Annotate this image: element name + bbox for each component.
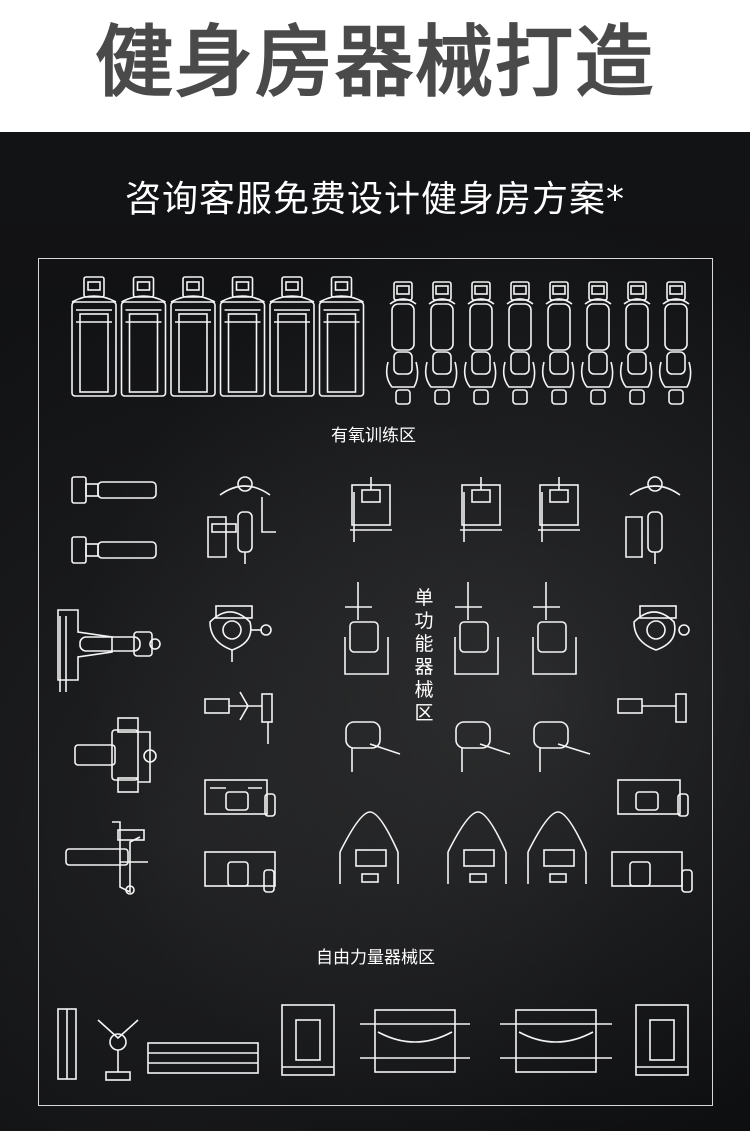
dumbbell-rack-vertical-icon (57, 1008, 77, 1080)
bike-icon (424, 281, 458, 405)
bike-icon (658, 281, 692, 405)
seated-machine-icon-2 (454, 582, 499, 675)
leg-press-icon-1 (345, 721, 401, 772)
lat-pulldown-icon (207, 476, 276, 564)
seated-machine-icon-1 (344, 582, 389, 675)
treadmill-icon (71, 276, 117, 397)
shoulder-press-icon-2 (460, 477, 502, 542)
bike-icon (580, 281, 614, 405)
crossover-icon-3 (527, 811, 587, 884)
bike-icon (541, 281, 575, 405)
equipment-floor-plan (57, 276, 693, 1081)
cable-row-icon-right (617, 693, 687, 723)
seated-machine-icon-3 (532, 582, 577, 675)
leg-extension-icon (57, 609, 161, 692)
floor-plan-frame (38, 258, 713, 1106)
power-rack-icon-1 (281, 1004, 335, 1076)
leg-press-icon-2 (455, 721, 511, 772)
bike-icon (619, 281, 653, 405)
treadmill-icon (269, 276, 315, 397)
header-banner: 健身房器械打造 (0, 0, 750, 132)
kettlebell-rack-icon (97, 1019, 139, 1081)
functional-trainer-icon-right (611, 779, 693, 893)
free-weight-zone-label: 自由力量器械区 (316, 948, 435, 968)
aerobic-zone-label: 有氧训练区 (331, 426, 416, 446)
power-rack-icon-2 (635, 1004, 689, 1076)
layout-panel: 咨询客服免费设计健身房方案* (0, 132, 750, 1131)
page-title: 健身房器械打造 (94, 18, 655, 108)
shoulder-press-icon-3 (538, 477, 580, 542)
barbell-rack-icon-2 (500, 1009, 612, 1073)
bike-icon (502, 281, 536, 405)
treadmill-row (71, 276, 365, 397)
bike-icon (385, 281, 419, 405)
leg-press-icon-3 (533, 721, 591, 772)
cable-row-icon (204, 691, 273, 744)
treadmill-icon (318, 276, 365, 397)
panel-subtitle: 咨询客服免费设计健身房方案* (124, 179, 625, 220)
treadmill-icon (170, 276, 216, 397)
shoulder-press-icon-1 (350, 477, 392, 542)
chest-press-icon-right (633, 605, 690, 651)
dumbbell-rack-horizontal-icon (147, 1042, 259, 1074)
single-function-zone-label: 单功能器械区 (414, 587, 434, 724)
crossover-icon-2 (447, 811, 507, 884)
preacher-curl-icon (65, 821, 148, 895)
bench-press-icon (71, 476, 157, 564)
smith-bench-icon (74, 717, 157, 793)
chest-press-icon (209, 605, 272, 662)
treadmill-icon (120, 276, 167, 397)
lat-pulldown-icon-right (625, 476, 681, 564)
background-photo (0, 132, 750, 1131)
bike-icon (463, 281, 497, 405)
bike-row (385, 281, 692, 405)
barbell-rack-icon-1 (360, 1009, 470, 1073)
functional-trainer-icon (204, 779, 276, 893)
treadmill-icon (219, 276, 266, 397)
crossover-icon-1 (339, 811, 399, 884)
